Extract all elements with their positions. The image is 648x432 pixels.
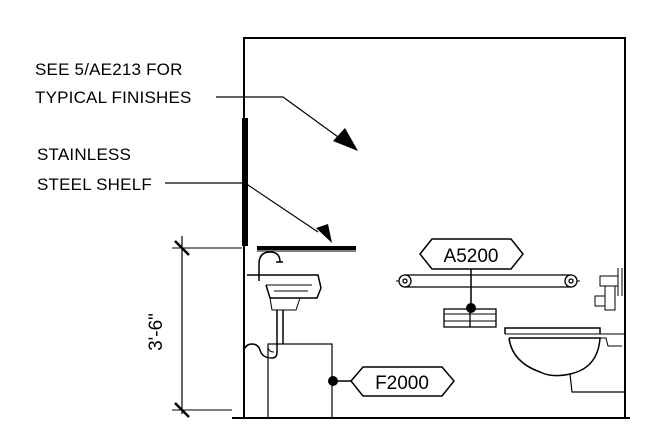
finishes-note-line2: TYPICAL FINISHES [35,88,192,107]
mirror [242,118,248,246]
tag-f2000-label: F2000 [375,373,429,394]
dimension-shelf-height: 3'-6" [146,236,242,418]
shelf-note-line2: STEEL SHELF [37,175,152,194]
dimension-label: 3'-6" [146,313,167,351]
tag-f2000: F2000 [328,366,455,397]
toilet [504,268,625,393]
shelf-note-line1: STAINLESS [37,145,131,164]
shelf-note: STAINLESS STEEL SHELF [37,145,332,243]
room-outline [232,37,630,419]
finishes-note: SEE 5/AE213 FOR TYPICAL FINISHES [35,60,358,151]
finishes-note-line1: SEE 5/AE213 FOR [35,60,183,79]
sink-support [267,343,333,419]
tag-a5200-dot [466,303,476,313]
tag-a5200: A5200 [419,238,524,313]
grab-bar [396,274,580,288]
stainless-steel-shelf [257,246,356,252]
finishes-leader-arrow [333,128,358,151]
tag-a5200-label: A5200 [444,246,499,267]
lavatory-sink [243,251,333,419]
shelf-leader-arrow [316,224,332,243]
